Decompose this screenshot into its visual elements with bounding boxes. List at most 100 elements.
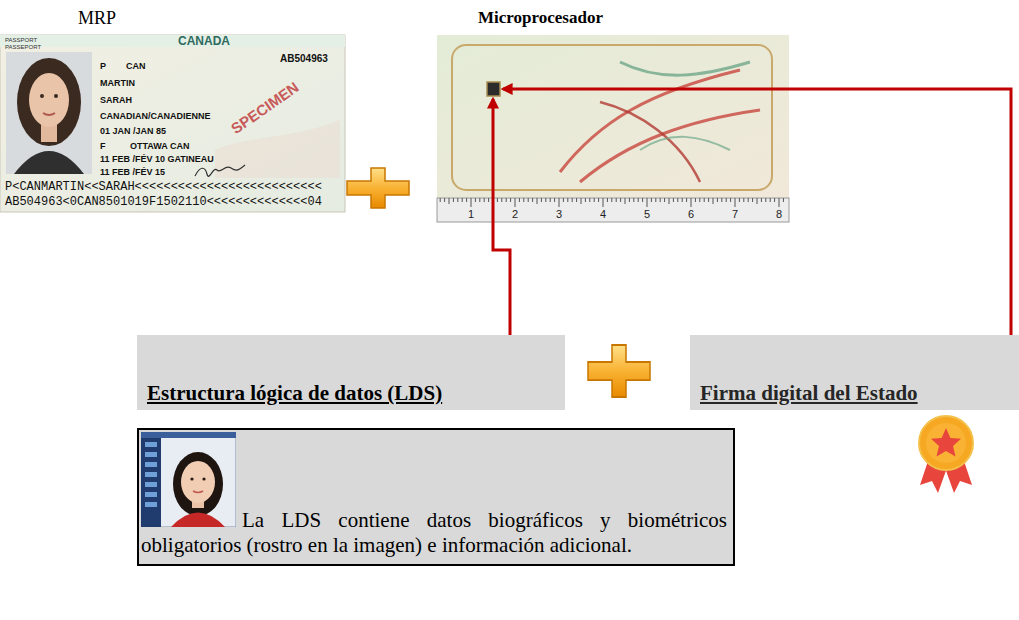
ruler-tick	[598, 198, 599, 202]
passport-picture-part	[17, 58, 81, 146]
photo-screenshot-part	[171, 513, 225, 528]
ruler-number: 5	[644, 208, 650, 220]
ruler-number: 3	[556, 208, 562, 220]
data-structure-band: Estructura lógica de datos (LDS)	[137, 335, 565, 410]
plus-sign	[588, 345, 650, 397]
passport-field: F	[100, 142, 106, 152]
ruler-number: 4	[600, 208, 606, 220]
ruler-tick	[664, 198, 665, 202]
passport-field: MARTIN	[100, 79, 135, 89]
ruler-tick	[444, 198, 445, 202]
passport-field: P	[100, 62, 106, 72]
ruler-tick	[713, 198, 714, 204]
chip-picture-part	[437, 198, 789, 222]
ruler-tick	[765, 198, 766, 202]
ruler-tick	[611, 198, 612, 202]
ruler-tick	[528, 198, 529, 202]
photo-screenshot-part	[173, 452, 223, 516]
ruler-tick	[695, 198, 696, 202]
photo-screenshot-part	[145, 482, 157, 487]
ruler-tick	[660, 198, 661, 202]
photo-screenshot-part	[145, 452, 157, 457]
ruler-tick	[585, 198, 586, 202]
photo-screenshot-part	[145, 472, 157, 477]
ruler-tick	[462, 198, 463, 202]
passport-picture-part	[14, 151, 84, 174]
passport-picture-part	[54, 94, 58, 98]
ruler-tick	[594, 198, 595, 202]
ruler-tick	[475, 198, 476, 202]
chip-picture-part	[452, 45, 772, 190]
ruler-tick	[545, 198, 546, 202]
passport-picture-part	[195, 165, 245, 176]
ruler-tick	[572, 198, 573, 202]
passport-field: OTTAWA CAN	[130, 142, 190, 152]
ruler-tick	[501, 198, 502, 202]
ruler-number: 7	[732, 208, 738, 220]
ruler-tick	[559, 198, 560, 207]
ruler-tick	[691, 198, 692, 207]
ruler-tick	[581, 198, 582, 204]
chip-picture-part	[600, 102, 700, 182]
ruler-tick	[752, 198, 753, 202]
passport-caption: PASSEPORT	[5, 44, 41, 51]
passport-field: CAN	[126, 62, 146, 72]
ruler-tick	[726, 198, 727, 202]
ruler-tick	[532, 198, 533, 202]
medal-icon-part	[931, 428, 961, 457]
chip-picture-part	[640, 137, 730, 150]
passport-picture-part	[0, 35, 345, 47]
ruler-tick	[757, 198, 758, 204]
ruler-tick	[642, 198, 643, 202]
ruler-tick	[620, 198, 621, 202]
passport-field: SARAH	[100, 96, 132, 106]
ruler-tick	[607, 198, 608, 202]
ruler-tick	[449, 198, 450, 204]
ruler-tick	[563, 198, 564, 202]
ruler-tick	[515, 198, 516, 207]
ruler-tick	[471, 198, 472, 207]
ruler-tick	[655, 198, 656, 202]
passport-picture-part	[0, 35, 345, 212]
passport-caption: PASSPORT	[5, 37, 37, 44]
photo-screenshot-part	[181, 461, 215, 503]
ruler-tick	[616, 198, 617, 202]
ruler-tick	[708, 198, 709, 202]
photo-screenshot-part	[145, 492, 157, 497]
ruler-tick	[774, 198, 775, 202]
passport-picture-part	[29, 73, 69, 127]
ruler-number: 6	[688, 208, 694, 220]
photo-screenshot-part	[141, 432, 236, 527]
passport-picture-part	[40, 94, 44, 98]
passport-number: AB504963	[280, 53, 328, 64]
ruler-number: 2	[512, 208, 518, 220]
ruler-tick	[510, 198, 511, 202]
ruler-tick	[647, 198, 648, 207]
ruler-tick	[488, 198, 489, 202]
ruler-tick	[537, 198, 538, 204]
country-name: CANADA	[178, 35, 230, 48]
machine-readable-zone: AB504963<0CAN8501019F1502110<<<<<<<<<<<<…	[5, 196, 322, 209]
ruler-tick	[699, 198, 700, 202]
photo-screenshot-part	[141, 432, 161, 527]
ruler-tick	[554, 198, 555, 202]
passport-picture	[0, 35, 345, 212]
ruler-tick	[686, 198, 687, 202]
ruler-tick	[677, 198, 678, 202]
ruler-tick	[629, 198, 630, 202]
image-heading: MRP	[0, 6, 345, 30]
plus-sign	[347, 168, 409, 208]
ruler-tick	[669, 198, 670, 204]
photo-screenshot-part	[145, 462, 157, 467]
photo-screenshot	[141, 432, 236, 527]
ruler-tick	[603, 198, 604, 207]
ruler-tick	[484, 198, 485, 202]
chip-picture-part	[560, 70, 740, 172]
chip-picture-part	[437, 35, 789, 198]
band-title: Firma digital del Estado	[700, 381, 918, 406]
ruler-tick	[457, 198, 458, 202]
arrow-connector	[503, 89, 1011, 335]
ruler-tick	[523, 198, 524, 202]
ruler-tick	[479, 198, 480, 202]
ruler-tick	[735, 198, 736, 207]
